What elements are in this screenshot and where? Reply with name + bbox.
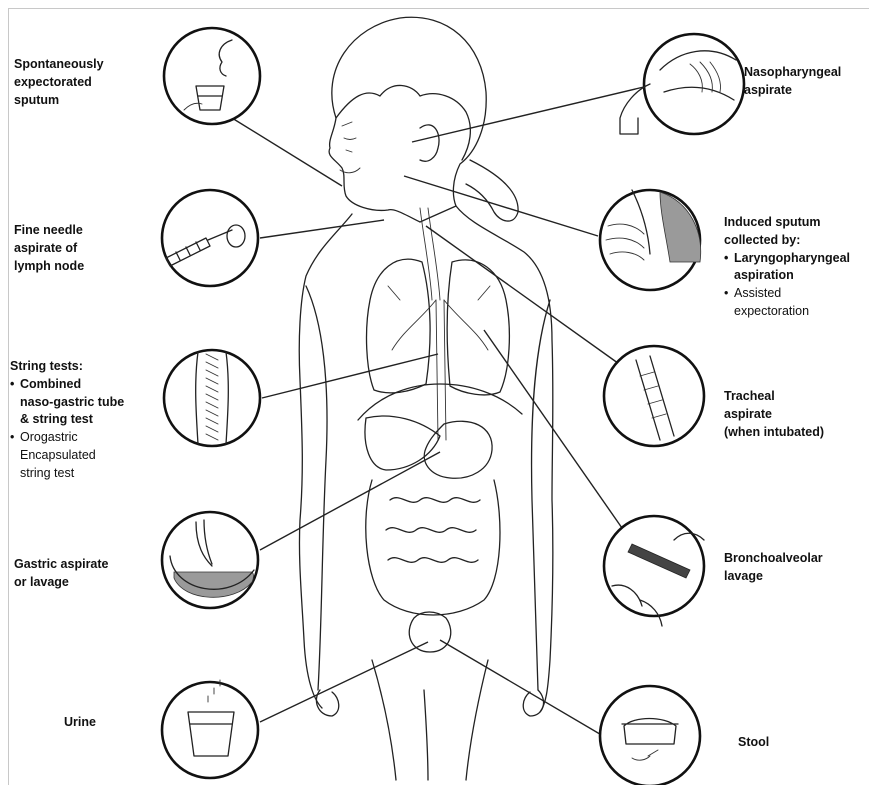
leader-npa bbox=[412, 86, 648, 142]
right-arm bbox=[532, 300, 550, 690]
label-fna: Fine needle aspirate of lymph node bbox=[14, 222, 154, 275]
label-urine: Urine bbox=[64, 714, 144, 732]
head-outline bbox=[329, 17, 486, 222]
inset-tracheal bbox=[604, 346, 704, 446]
child-figure bbox=[299, 17, 553, 780]
leader-lines bbox=[232, 86, 648, 740]
leader-sputum bbox=[232, 118, 342, 186]
inset-bal-ring bbox=[604, 516, 704, 616]
label-stool: Stool bbox=[738, 734, 818, 752]
right-lung bbox=[447, 260, 509, 395]
string-test-item: Orogastric Encapsulated string test bbox=[10, 429, 160, 482]
leader-tracheal bbox=[426, 226, 622, 366]
inset-stool-ring bbox=[600, 686, 700, 785]
bladder bbox=[409, 612, 451, 652]
leader-gastric bbox=[260, 452, 440, 550]
inset-string-ring bbox=[164, 350, 260, 446]
induced-sputum-item: Assisted expectoration bbox=[724, 285, 866, 321]
label-npa: Nasopharyngeal aspirate bbox=[744, 64, 866, 100]
leader-stool bbox=[440, 640, 610, 740]
label-urine-text: Urine bbox=[64, 714, 144, 732]
inset-urine-ring bbox=[162, 682, 258, 778]
leader-string bbox=[262, 354, 438, 398]
label-bal-text: Bronchoalveolar lavage bbox=[724, 550, 866, 586]
label-npa-text: Nasopharyngeal aspirate bbox=[744, 64, 866, 100]
left-arm bbox=[306, 286, 327, 690]
inset-npa bbox=[620, 34, 744, 134]
label-fna-text: Fine needle aspirate of lymph node bbox=[14, 222, 154, 275]
inset-gastric bbox=[162, 512, 258, 608]
inset-stool bbox=[600, 686, 700, 785]
label-string-title: String tests: bbox=[10, 358, 160, 376]
inset-tracheal-ring bbox=[604, 346, 704, 446]
inset-bal bbox=[604, 516, 704, 626]
induced-sputum-item: Laryngopharyngeal aspiration bbox=[724, 250, 866, 286]
face-features bbox=[340, 122, 360, 173]
leader-induced bbox=[404, 176, 598, 236]
diaphragm bbox=[358, 384, 522, 420]
label-sputum: Spontaneously expectorated sputum bbox=[14, 56, 154, 109]
label-induced-sputum: Induced sputum collected by: Laryngophar… bbox=[724, 214, 866, 321]
left-lung bbox=[367, 259, 431, 393]
label-bal: Bronchoalveolar lavage bbox=[724, 550, 866, 586]
inset-sputum bbox=[164, 28, 260, 124]
inset-urine bbox=[162, 680, 258, 778]
label-induced-title: Induced sputum collected by: bbox=[724, 214, 866, 250]
legs bbox=[372, 660, 488, 780]
inset-fna bbox=[162, 190, 258, 286]
stomach bbox=[424, 421, 492, 478]
inset-induced bbox=[600, 190, 701, 290]
label-tracheal-text: Tracheal aspirate (when intubated) bbox=[724, 388, 866, 441]
inset-fna-ring bbox=[162, 190, 258, 286]
ponytail bbox=[466, 160, 518, 221]
leader-urine bbox=[260, 642, 428, 722]
right-hand bbox=[523, 690, 543, 716]
ear bbox=[420, 125, 439, 161]
bronchi bbox=[388, 286, 490, 350]
esophagus bbox=[436, 300, 446, 440]
intestines bbox=[366, 480, 500, 615]
label-gastric-text: Gastric aspirate or lavage bbox=[14, 556, 154, 592]
induced-sputum-list: Laryngopharyngeal aspiration Assisted ex… bbox=[724, 250, 866, 321]
leader-fna bbox=[260, 220, 384, 238]
label-sputum-text: Spontaneously expectorated sputum bbox=[14, 56, 154, 109]
trachea bbox=[420, 208, 440, 300]
string-test-item: Combined naso-gastric tube & string test bbox=[10, 376, 160, 429]
label-string-tests: String tests: Combined naso-gastric tube… bbox=[10, 358, 160, 482]
inset-string bbox=[164, 350, 260, 446]
hair-outline bbox=[336, 85, 470, 160]
label-tracheal: Tracheal aspirate (when intubated) bbox=[724, 388, 866, 441]
inset-npa-ring bbox=[644, 34, 744, 134]
label-stool-text: Stool bbox=[738, 734, 818, 752]
label-gastric: Gastric aspirate or lavage bbox=[14, 556, 154, 592]
string-test-list: Combined naso-gastric tube & string test… bbox=[10, 376, 160, 483]
